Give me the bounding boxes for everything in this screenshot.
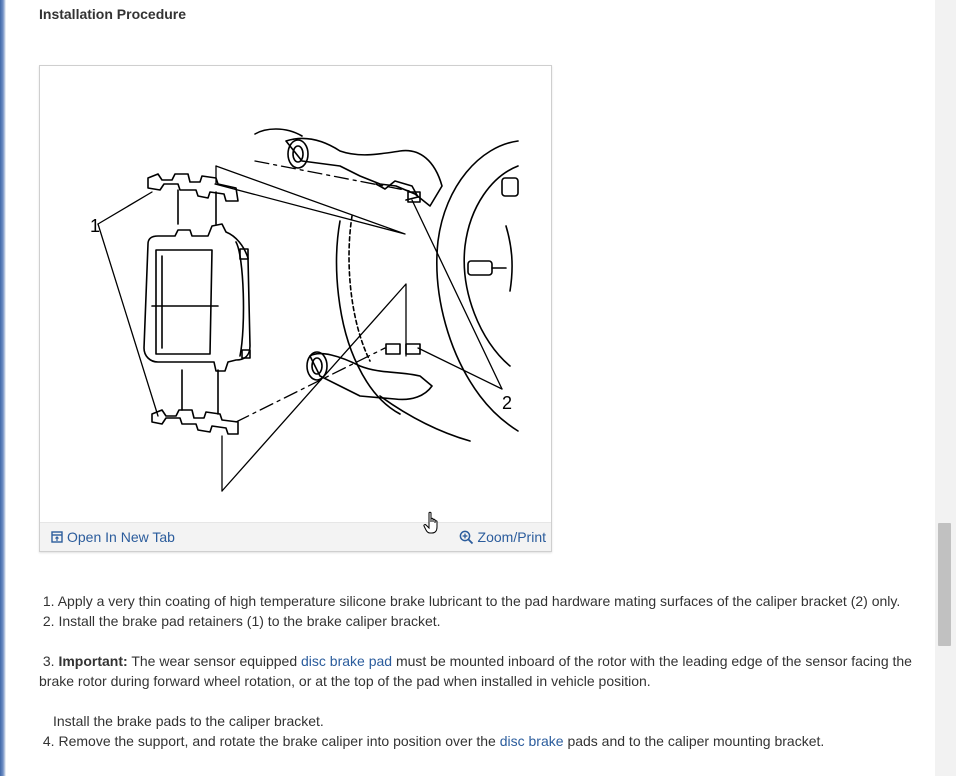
callout-2: 2 (502, 393, 512, 413)
step-text: The wear sensor equipped (131, 653, 298, 669)
callout-1: 1 (90, 216, 100, 236)
zoom-in-icon (459, 530, 474, 545)
step-3-substep: Install the brake pads to the caliper br… (53, 713, 324, 729)
important-label: Important: (58, 653, 128, 669)
step-text: Install the brake pad retainers (1) to t… (58, 613, 441, 629)
step-number: 2. (42, 613, 55, 629)
step-text: Remove the support, and rotate the brake… (58, 733, 496, 749)
step-text: pads and to the caliper mounting bracket… (567, 733, 825, 749)
installation-steps: 1. Apply a very thin coating of high tem… (39, 591, 929, 751)
brake-pad-installation-figure: 1 2 Open In New Tab Zoom/Print (39, 65, 552, 552)
open-in-new-tab-label: Open In New Tab (67, 529, 175, 545)
step-number: 3. (42, 653, 55, 669)
hand-pointer-cursor-icon (423, 511, 443, 540)
open-in-new-tab-link[interactable]: Open In New Tab (51, 529, 175, 545)
step-number: 4. (42, 733, 55, 749)
figure-toolbar: Open In New Tab Zoom/Print (40, 522, 551, 551)
step-text: Apply a very thin coating of high temper… (57, 593, 901, 609)
zoom-print-link[interactable]: Zoom/Print (459, 529, 546, 545)
brake-caliper-diagram: 1 2 (90, 128, 519, 492)
open-new-tab-icon (51, 531, 63, 543)
window-left-edge (0, 0, 6, 776)
section-title: Installation Procedure (39, 6, 187, 22)
zoom-print-label: Zoom/Print (477, 529, 546, 545)
step-number: 1. (42, 593, 55, 609)
disc-brake-link[interactable]: disc brake (499, 733, 564, 749)
step-3: 3. Important: The wear sensor equipped d… (39, 651, 929, 691)
step-2: 2. Install the brake pad retainers (1) t… (39, 611, 929, 631)
step-4: 4. Remove the support, and rotate the br… (39, 731, 929, 751)
scrollbar-thumb[interactable] (938, 523, 951, 646)
scrollbar-track[interactable] (935, 0, 956, 776)
disc-brake-pad-link[interactable]: disc brake pad (301, 653, 393, 669)
step-text: must be mounted inboard of the rotor wit… (39, 653, 912, 689)
step-1: 1. Apply a very thin coating of high tem… (39, 591, 929, 611)
